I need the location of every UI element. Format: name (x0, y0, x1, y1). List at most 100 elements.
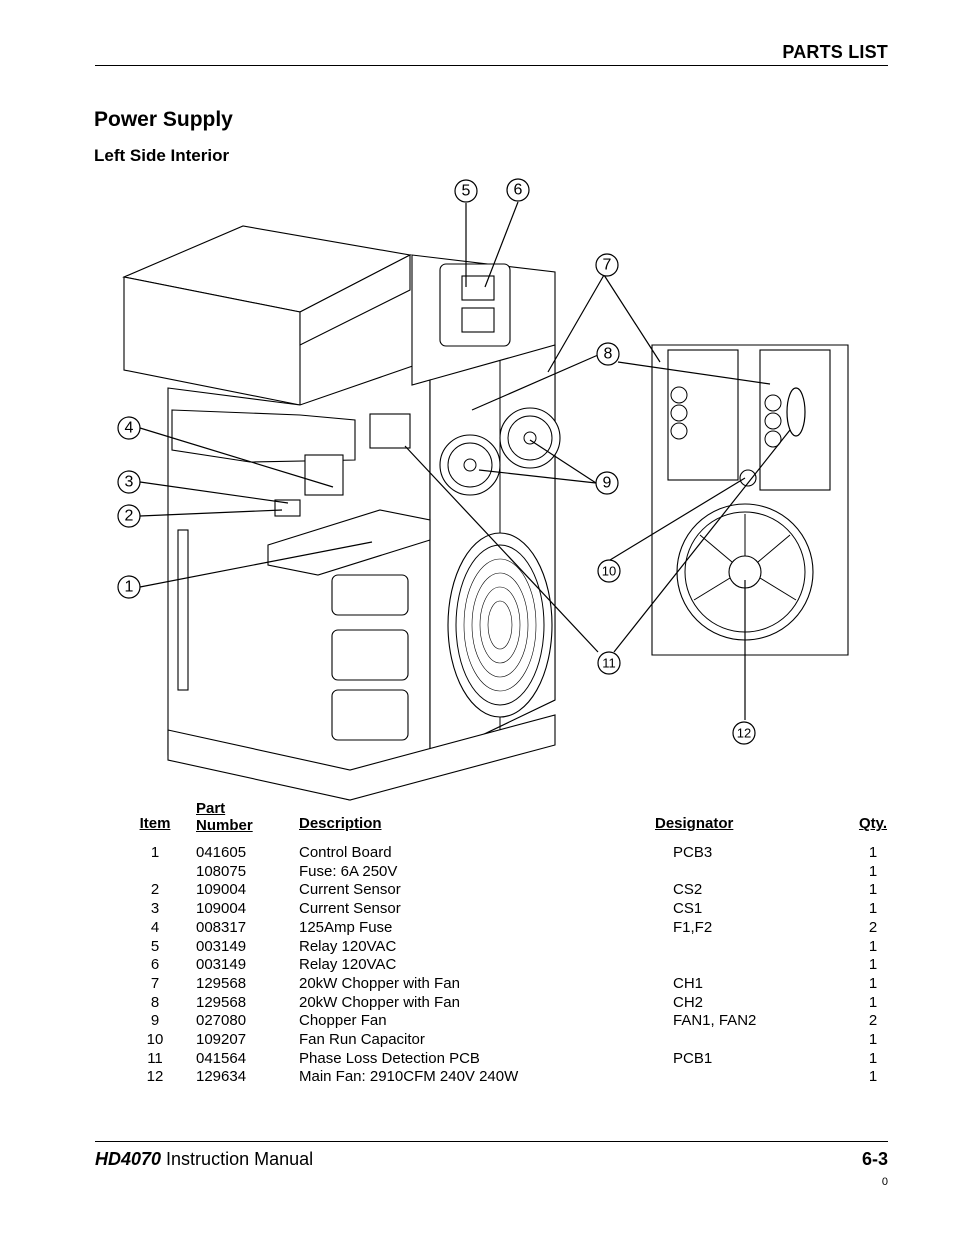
callout-10-label: 10 (602, 564, 616, 579)
callout-1: 1 (117, 575, 141, 599)
cell-item (114, 863, 196, 882)
header-rule (95, 65, 888, 66)
cell-description: 20kW Chopper with Fan (299, 993, 460, 1011)
cell-designator: PCB1 (673, 1049, 713, 1067)
cell-description: Relay 120VAC (299, 956, 397, 974)
cell-qty: 1 (868, 881, 878, 899)
cell-designator: FAN1, FAN2 (673, 1012, 757, 1030)
cell-item: 7 (150, 974, 160, 992)
cell-part-number: 027080 (196, 1012, 247, 1030)
chopper-assembly-drawing (651, 344, 849, 656)
footer-model: HD4070 (95, 1149, 162, 1169)
cell-part-number: 108075 (196, 862, 247, 880)
cell-item: 8 (150, 993, 160, 1011)
footer-rule (95, 1141, 888, 1142)
cell-qty: 1 (868, 900, 878, 918)
callout-2: 2 (117, 504, 141, 528)
cell-item: 2 (150, 881, 160, 899)
cell-description: Fuse: 6A 250V (299, 862, 398, 880)
cell-item: 10 (146, 1031, 164, 1049)
cell-description: Current Sensor (299, 881, 401, 899)
page-subtitle: Left Side Interior (94, 146, 230, 165)
cell-description: Fan Run Capacitor (299, 1031, 425, 1049)
cell-qty: 2 (868, 918, 878, 936)
cell-qty: 1 (868, 956, 878, 974)
callout-4-label: 4 (125, 420, 134, 437)
cell-description: Relay 120VAC (299, 937, 397, 955)
callout-8-label: 8 (604, 346, 613, 363)
chopper-fan-right-icon (499, 407, 561, 469)
callout-1-label: 1 (125, 579, 134, 596)
cell-part-number: 041605 (196, 844, 247, 861)
footer-manual-label: Instruction Manual (161, 1149, 314, 1169)
cell-item: 12 (146, 1068, 164, 1086)
cell-part-number: 109207 (196, 1031, 247, 1049)
callout-6: 6 (506, 178, 530, 202)
callout-7-label: 7 (603, 257, 612, 274)
cell-item: 9 (150, 1012, 160, 1030)
cell-item: 11 (147, 1049, 163, 1067)
cell-item: 5 (150, 937, 160, 955)
callout-6-label: 6 (514, 182, 523, 199)
cell-part-number: 129568 (196, 993, 247, 1011)
cell-item: 4 (150, 918, 160, 936)
header-designator: Designator (655, 815, 734, 833)
header-qty: Qty. (858, 815, 888, 833)
cell-description: Current Sensor (299, 900, 401, 918)
cell-part-number: 109004 (196, 881, 247, 899)
cell-part-number: 041564 (196, 1049, 247, 1067)
table-row: 12 129634 Main Fan: 2910CFM 240V 240W 1 (114, 1068, 903, 1087)
cell-designator: CS1 (673, 900, 703, 918)
callout-11-label: 11 (602, 656, 616, 671)
header-description: Description (299, 815, 382, 833)
cell-qty: 1 (868, 1049, 878, 1067)
cell-description: Phase Loss Detection PCB (299, 1049, 480, 1067)
cell-qty: 1 (868, 1068, 878, 1086)
callout-4: 4 (117, 416, 141, 440)
cell-description: 20kW Chopper with Fan (299, 974, 460, 992)
header-part-line1: Part (196, 800, 226, 817)
cell-description: 125Amp Fuse (299, 918, 393, 936)
fan-run-capacitor-icon (739, 469, 757, 487)
main-unit-drawing (122, 225, 561, 801)
cell-part-number: 129634 (196, 1068, 247, 1086)
cell-part-number: 008317 (196, 918, 247, 936)
callout-5: 5 (454, 179, 478, 203)
callouts: 1 2 3 4 5 6 7 8 9 10 11 12 (117, 178, 756, 745)
cell-designator: CH1 (673, 974, 704, 992)
chopper-fan-left-icon (439, 434, 501, 496)
main-fan-right-icon (676, 503, 814, 641)
cell-part-number: 003149 (196, 937, 247, 955)
page-title: Power Supply (94, 108, 233, 131)
cell-description: Chopper Fan (299, 1012, 387, 1030)
table-row: 4 008317 125Amp Fuse F1,F2 2 (114, 919, 903, 938)
cell-designator: CS2 (673, 881, 703, 899)
cell-designator (655, 938, 843, 957)
cell-qty: 1 (868, 937, 878, 955)
cell-item: 6 (150, 956, 160, 974)
cell-designator (655, 863, 843, 882)
table-row: 2 109004 Current Sensor CS2 1 (114, 881, 903, 900)
header-part-line2: Number (196, 817, 253, 834)
cell-item: 3 (150, 900, 160, 918)
callout-8: 8 (596, 342, 620, 366)
callout-12-label: 12 (737, 726, 751, 741)
cell-designator: F1,F2 (673, 918, 713, 936)
footer-page-number: 6-3 (861, 1149, 888, 1169)
footer-revision: 0 (881, 1176, 888, 1188)
section-header: PARTS LIST (782, 42, 888, 62)
cell-qty: 2 (868, 1012, 878, 1030)
callout-10: 10 (597, 559, 621, 583)
cell-description: Main Fan: 2910CFM 240V 240W (299, 1068, 519, 1086)
cell-description: Control Board (299, 844, 392, 861)
header-item: Item (139, 815, 171, 833)
power-supply-diagram: 1 2 3 4 5 6 7 8 9 10 11 12 (117, 178, 849, 801)
cell-designator (655, 1068, 843, 1087)
callout-9: 9 (595, 471, 619, 495)
